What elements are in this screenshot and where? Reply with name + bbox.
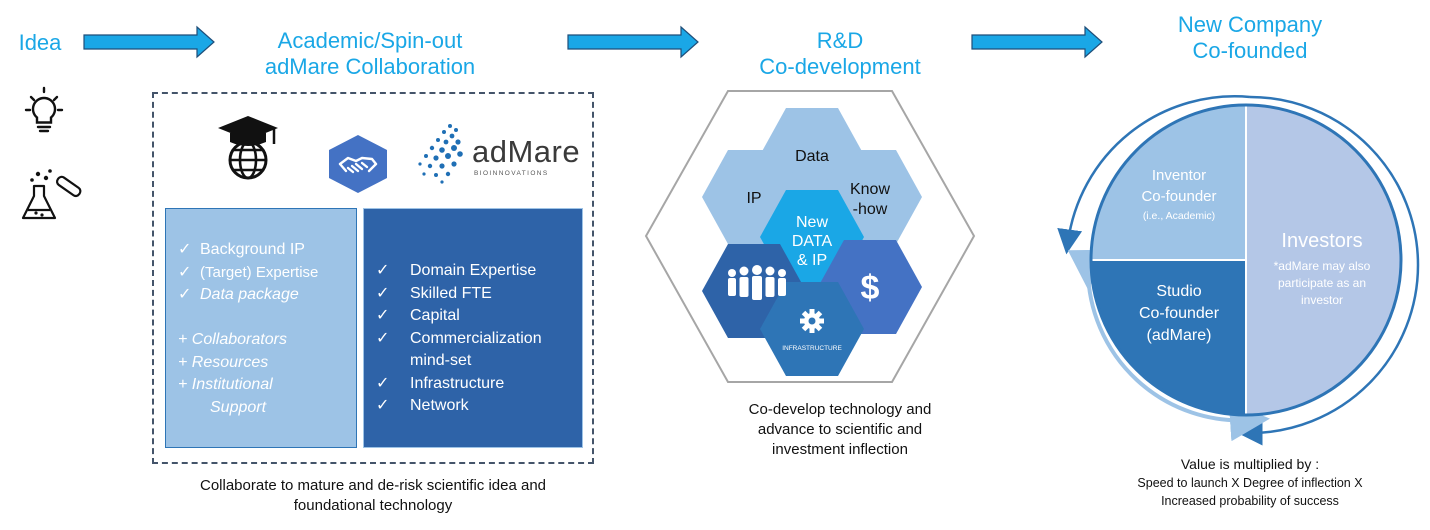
admare-item: ✓Capital <box>376 305 542 328</box>
investors-note-3: investor <box>1301 293 1343 307</box>
hex-infra-label: INFRASTRUCTURE <box>782 345 842 352</box>
rnd-title-line2: Co-development <box>759 54 921 79</box>
investors-label: Investors <box>1281 230 1362 252</box>
check-icon: ✓ <box>178 286 192 303</box>
admare-item: ✓Network <box>376 395 542 418</box>
admare-list: ✓Domain Expertise ✓Skilled FTE ✓Capital … <box>376 260 542 418</box>
admare-item: ✓Skilled FTE <box>376 283 542 306</box>
inventor-label-3: (i.e., Academic) <box>1143 210 1215 222</box>
people-icon <box>728 265 786 300</box>
collab-title-line2: adMare Collaboration <box>264 54 476 79</box>
academic-item: ✓Data package <box>178 284 318 307</box>
studio-label-1: Studio <box>1156 283 1201 300</box>
hex-center-label-1: New <box>796 214 828 231</box>
lightbulb-icon <box>24 86 64 133</box>
admare-brand-sub: BIOINNOVATIONS <box>474 170 549 177</box>
idea-title: Idea <box>18 30 62 55</box>
graduation-globe-icon <box>218 116 278 180</box>
investors-note-1: *adMare may also <box>1274 259 1371 273</box>
check-icon: ✓ <box>178 263 192 281</box>
hex-know-label-2: -how <box>853 201 888 218</box>
rnd-hexagon-diagram: Data IP Know -how New DATA & IP $ INFRAS… <box>644 90 976 383</box>
check-icon: ✓ <box>376 374 390 392</box>
rnd-caption: Co-develop technology and advance to sci… <box>748 401 932 458</box>
admare-brand-name: adMare <box>472 134 581 169</box>
pie <box>1089 103 1403 417</box>
handshake-icon <box>329 135 387 193</box>
newco-title-line2: Co-founded <box>1192 38 1308 63</box>
gear-icon <box>800 309 824 333</box>
check-icon: ✓ <box>376 397 390 414</box>
lab-flask-icon <box>21 169 82 220</box>
hex-center-label-3: & IP <box>797 252 827 269</box>
academic-item: ✓Background IP <box>178 239 318 262</box>
collab-title: Academic/Spin-out adMare Collaboration <box>210 28 530 80</box>
academic-extras: + Collaborators + Resources + Institutio… <box>178 331 287 416</box>
collab-dashed-box <box>152 92 594 464</box>
check-icon: ✓ <box>376 329 390 347</box>
admare-item: mind-set <box>410 352 472 369</box>
investors-note-2: participate as an <box>1278 276 1366 290</box>
newco-title: New Company Co-founded <box>1110 12 1390 64</box>
inventor-label-1: Inventor <box>1152 167 1206 184</box>
check-icon: ✓ <box>376 262 390 279</box>
academic-list: ✓Background IP ✓(Target) Expertise ✓Data… <box>178 239 318 307</box>
flow-arrows <box>83 25 1103 59</box>
check-icon: ✓ <box>376 307 390 324</box>
admare-item: ✓Domain Expertise <box>376 260 542 283</box>
hex-know-label-1: Know <box>850 181 890 198</box>
hex-center-label-2: DATA <box>792 233 833 250</box>
newco-title-line1: New Company <box>1177 12 1323 37</box>
value-caption: Value is multiplied by : Speed to launch… <box>1137 456 1363 508</box>
admare-item: ✓Commercialization <box>376 328 542 351</box>
check-icon: ✓ <box>178 241 192 258</box>
admare-dots-logo <box>418 124 463 184</box>
admare-item: ✓Infrastructure <box>376 373 542 396</box>
arrow-rnd-to-newco <box>971 25 1103 59</box>
cofounding-pie-diagram: Inventor Co-founder (i.e., Academic) Stu… <box>1057 95 1420 446</box>
cycle-arrow-lower <box>1067 249 1270 442</box>
collab-title-line1: Academic/Spin-out <box>277 28 463 53</box>
rnd-title: R&D Co-development <box>700 28 980 80</box>
hex-data-label: Data <box>795 148 829 165</box>
dollar-icon: $ <box>861 269 880 307</box>
studio-label-2: Co-founder <box>1139 305 1220 322</box>
inventor-label-2: Co-founder <box>1141 188 1216 205</box>
academic-item: ✓(Target) Expertise <box>178 262 318 285</box>
arrow-idea-to-collab <box>83 25 215 59</box>
cycle-arrow-upper <box>1057 95 1251 255</box>
rnd-title-line1: R&D <box>816 28 864 53</box>
cycle-arrow-right <box>1237 95 1420 446</box>
academic-contributions-box: ✓Background IP ✓(Target) Expertise ✓Data… <box>165 208 357 448</box>
hex-ip-label: IP <box>746 190 761 207</box>
collab-caption: Collaborate to mature and de-risk scient… <box>199 477 547 514</box>
arrow-collab-to-rnd <box>567 25 699 59</box>
studio-label-3: (adMare) <box>1147 327 1212 344</box>
admare-contributions-box: ✓Domain Expertise ✓Skilled FTE ✓Capital … <box>363 208 583 448</box>
check-icon: ✓ <box>376 284 390 302</box>
